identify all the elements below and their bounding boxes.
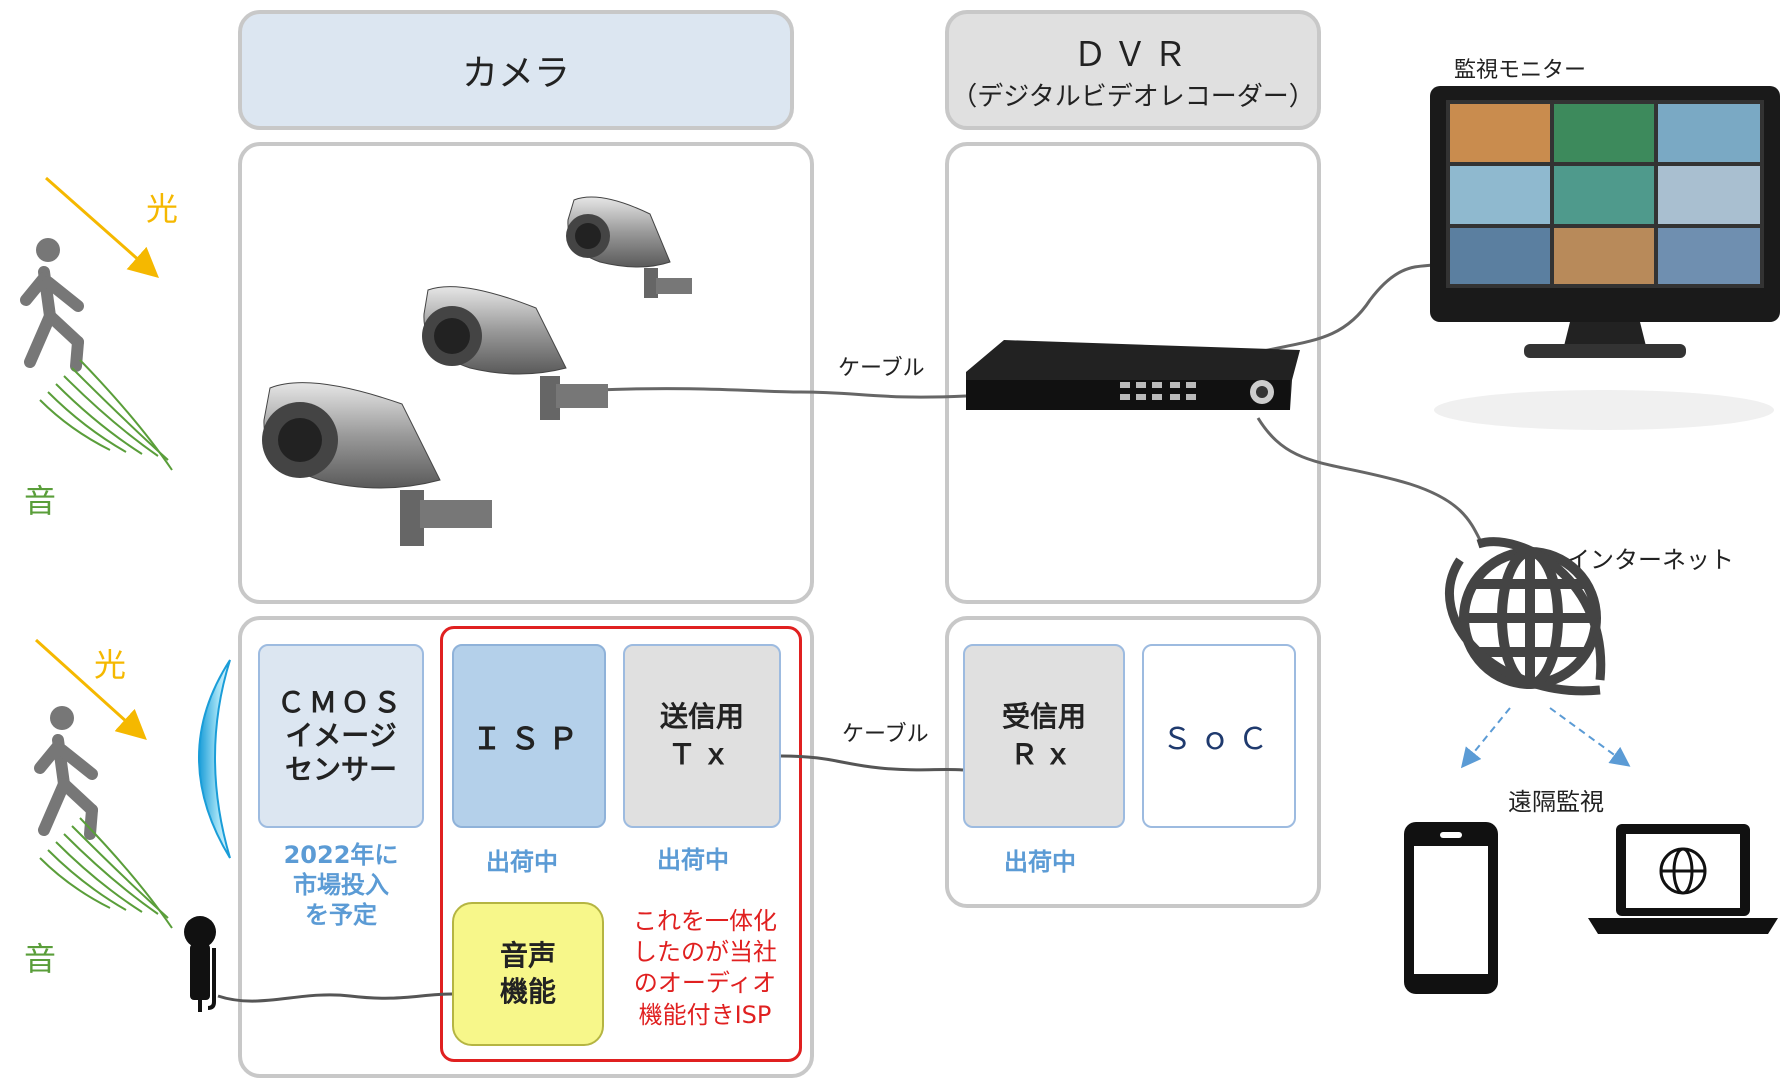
rx-line-1: 受信用 [1001, 700, 1086, 734]
tx-line-2: Ｔｘ [667, 738, 736, 771]
note-line-2: したのが当社 [633, 938, 777, 967]
walking-person-icon [34, 706, 98, 840]
isp-block: ＩＳＰ [452, 644, 606, 828]
light-arrow-top [45, 176, 159, 278]
audio-cable [217, 992, 453, 1003]
tx-line-1: 送信用 [659, 700, 744, 734]
cmos-status-line-3: を予定 [305, 901, 377, 929]
soc-block: ＳｏＣ [1142, 644, 1296, 828]
dvr-header: ＤＶＲ （デジタルビデオレコーダー） [945, 10, 1321, 130]
tx-rx-cable [780, 754, 964, 772]
sound-label-bottom: 音 [24, 940, 57, 978]
monitor-label: 監視モニター [1454, 58, 1587, 83]
walking-person-icon [20, 238, 84, 372]
light-label-top: 光 [146, 190, 179, 228]
camera-image-panel [238, 142, 814, 604]
cmos-line-2: イメージ [285, 719, 397, 753]
remote-arrow-laptop [1549, 707, 1631, 767]
audio-isp-highlight [440, 626, 802, 1062]
integration-note: これを一体化 したのが当社 のオーディオ 機能付きISP [620, 906, 790, 1031]
audio-function-block: 音声 機能 [452, 902, 604, 1046]
rx-status: 出荷中 [1004, 848, 1076, 876]
dvr-internet-cable [1256, 417, 1482, 541]
camera-header-title: カメラ [461, 53, 570, 94]
dvr-header-title: ＤＶＲ [1073, 35, 1193, 75]
microphone-icon [184, 916, 216, 1012]
audio-line-1: 音声 [499, 938, 556, 972]
isp-label: ＩＳＰ [472, 722, 586, 757]
note-line-3: のオーディオ [633, 969, 777, 998]
sound-label-top: 音 [24, 482, 57, 520]
isp-status: 出荷中 [486, 848, 558, 876]
dvr-monitor-cable [1243, 262, 1441, 358]
lens-icon [198, 659, 231, 859]
sound-waves-icon [39, 817, 173, 929]
internet-label: インターネット [1566, 546, 1734, 574]
smartphone-icon [1404, 822, 1498, 994]
cable-label-top: ケーブル [838, 356, 925, 381]
tx-status: 出荷中 [657, 846, 729, 874]
cmos-status-line-2: 市場投入 [293, 871, 389, 899]
note-line-1: これを一体化 [633, 907, 777, 935]
camera-header: カメラ [238, 10, 794, 130]
security-camera-icon [422, 286, 608, 420]
remote-arrow-phone [1460, 707, 1511, 769]
dvr-header-subtitle: （デジタルビデオレコーダー） [951, 82, 1315, 112]
cmos-line-3: センサー [284, 752, 397, 786]
surveillance-monitor-icon [1430, 86, 1780, 430]
light-arrow-bottom [34, 638, 147, 741]
sound-waves-icon [39, 359, 173, 471]
rx-block: 受信用 Ｒｘ [963, 644, 1125, 828]
remote-monitoring-label: 遠隔監視 [1508, 788, 1604, 816]
cmos-status-line-1: 2022年に [283, 841, 399, 869]
light-label-bottom: 光 [94, 646, 127, 684]
cmos-sensor-block: ＣＭＯＳ イメージ センサー [258, 644, 424, 828]
soc-label: ＳｏＣ [1162, 722, 1276, 757]
security-camera-icon [262, 382, 492, 546]
cable-label-bottom: ケーブル [842, 722, 929, 747]
cmos-line-1: ＣＭＯＳ [276, 685, 405, 719]
laptop-icon [1588, 824, 1778, 934]
cmos-status: 2022年に 市場投入 を予定 [258, 840, 424, 930]
note-line-4: 機能付きISP [638, 1000, 772, 1029]
camera-dvr-cable-top [595, 387, 967, 399]
security-camera-icon [566, 196, 692, 298]
dvr-device-icon [966, 340, 1300, 410]
globe-icon [1444, 537, 1606, 696]
tx-block: 送信用 Ｔｘ [623, 644, 781, 828]
rx-line-2: Ｒｘ [1009, 738, 1078, 771]
audio-line-2: 機能 [499, 975, 556, 1008]
